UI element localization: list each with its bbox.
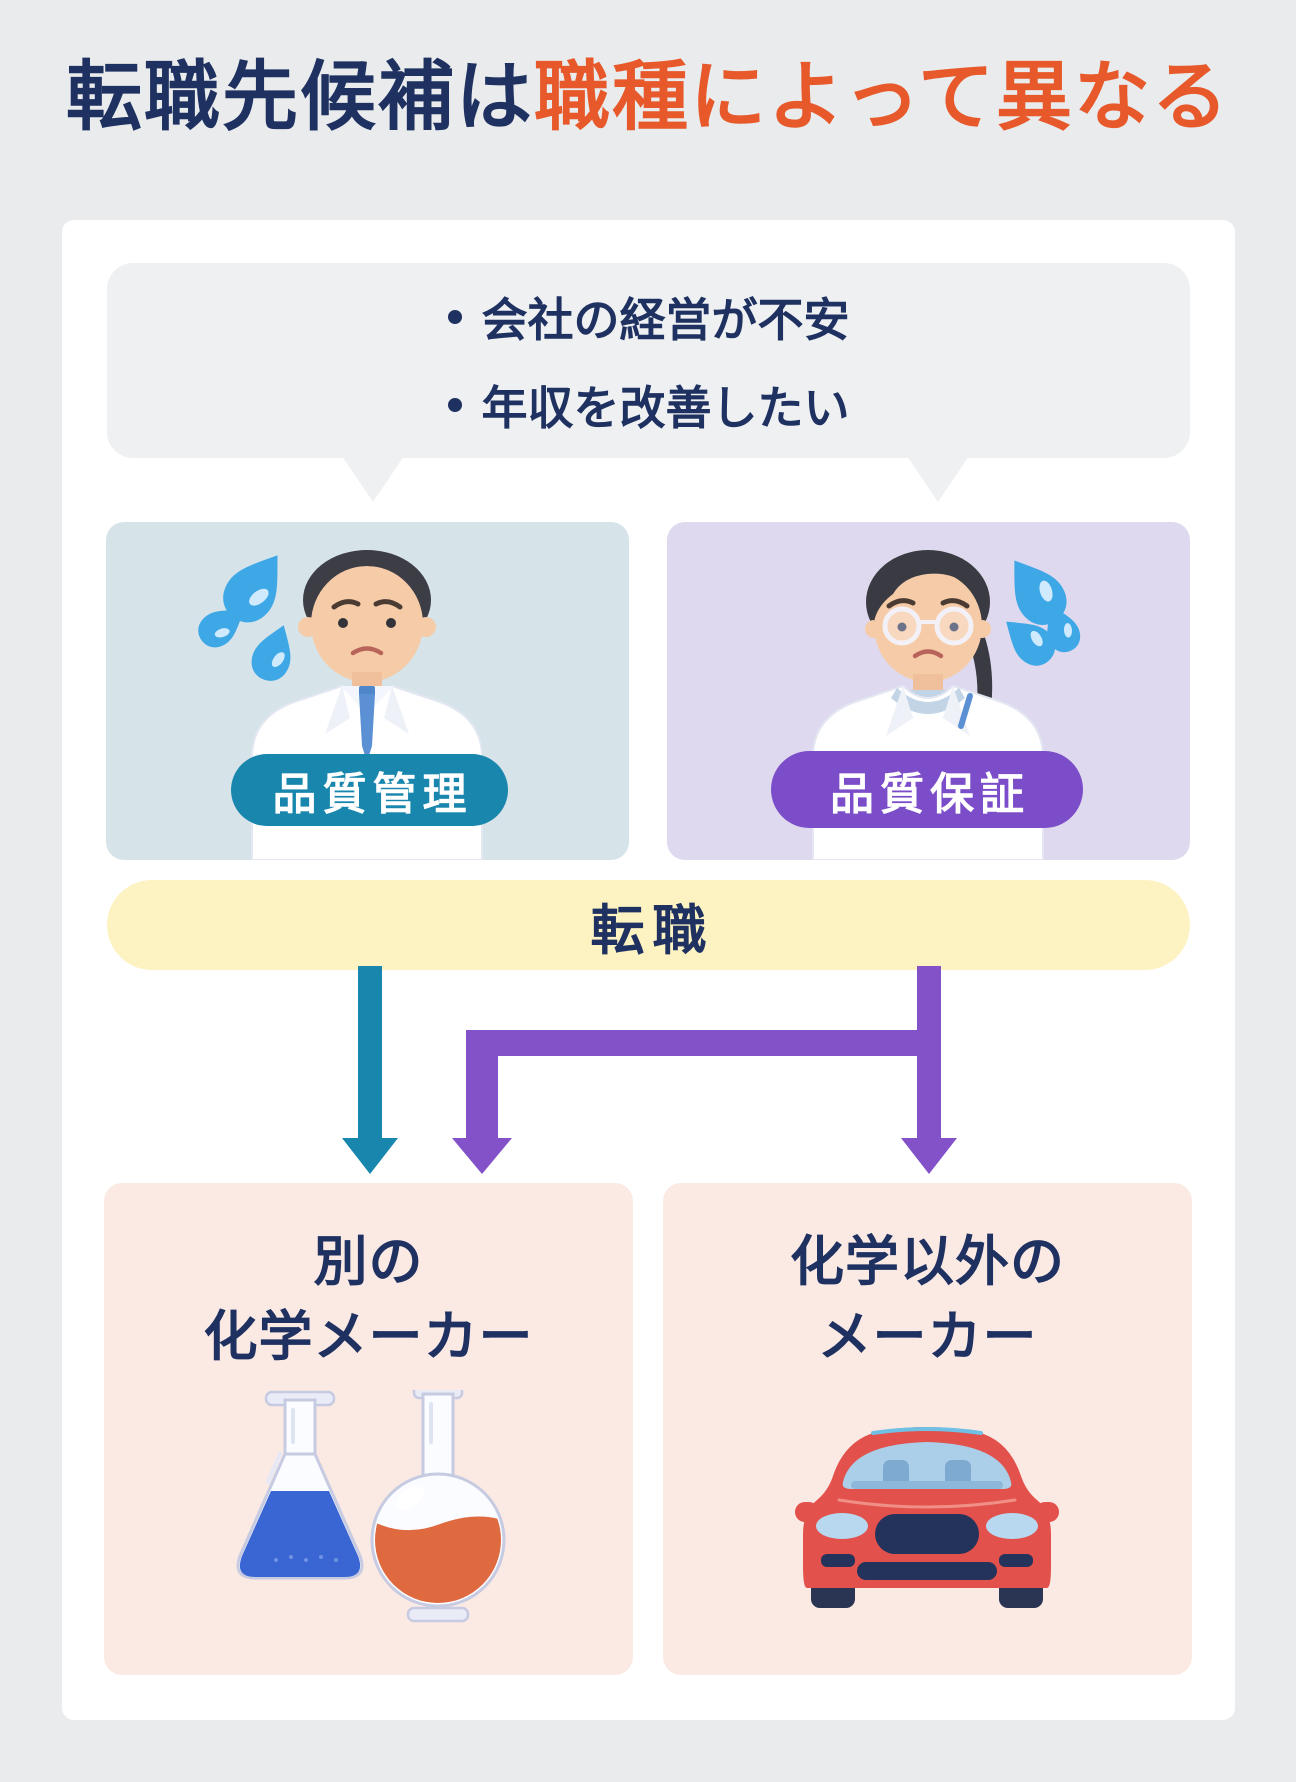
title-highlight: 職種によって異なる [534, 55, 1230, 140]
concern-item: 年収を改善したい [447, 372, 850, 438]
badge-label: 品質保証 [830, 769, 1030, 819]
destination-line1: 別の [313, 1232, 424, 1292]
teal-arrow [342, 966, 398, 1174]
title-normal: 転職先候補は [66, 55, 535, 140]
bubble-tail-right [907, 456, 969, 502]
role-badge-quality-control: 品質管理 [231, 754, 508, 826]
destination-card-chemical-maker: 別の 化学メーカー [104, 1183, 633, 1675]
bullet-dot-icon [447, 397, 462, 412]
destination-card-non-chemical-maker: 化学以外の メーカー [663, 1183, 1192, 1675]
speech-bubble: 会社の経営が不安 年収を改善したい [107, 263, 1190, 458]
destination-line1: 化学以外の [790, 1232, 1065, 1292]
destination-label: 別の 化学メーカー [104, 1225, 633, 1374]
concern-list: 会社の経営が不安 年収を改善したい [447, 284, 850, 438]
flow-arrows [342, 966, 957, 1174]
career-change-banner: 転職 [107, 880, 1190, 970]
page-title: 転職先候補は職種によって異なる [0, 52, 1296, 143]
concern-item: 会社の経営が不安 [447, 284, 850, 350]
sweat-drops-icon [198, 555, 291, 681]
round-flask [370, 1390, 506, 1623]
role-badge-quality-assurance: 品質保証 [771, 751, 1083, 828]
concern-text: 年収を改善したい [481, 381, 850, 434]
destination-line2: メーカー [817, 1306, 1038, 1367]
destination-label: 化学以外の メーカー [663, 1225, 1192, 1374]
red-car-icon [795, 1427, 1059, 1608]
banner-label: 転職 [590, 900, 715, 961]
bullet-dot-icon [447, 309, 462, 324]
chemistry-flasks-icon [236, 1390, 506, 1623]
erlenmeyer-flask [236, 1390, 364, 1580]
badge-label: 品質管理 [272, 770, 473, 819]
sweat-drops-icon [1006, 560, 1081, 666]
destination-line2: 化学メーカー [203, 1306, 534, 1367]
bubble-tail-left [342, 456, 404, 502]
purple-arrow [452, 966, 957, 1174]
concern-text: 会社の経営が不安 [481, 293, 850, 346]
